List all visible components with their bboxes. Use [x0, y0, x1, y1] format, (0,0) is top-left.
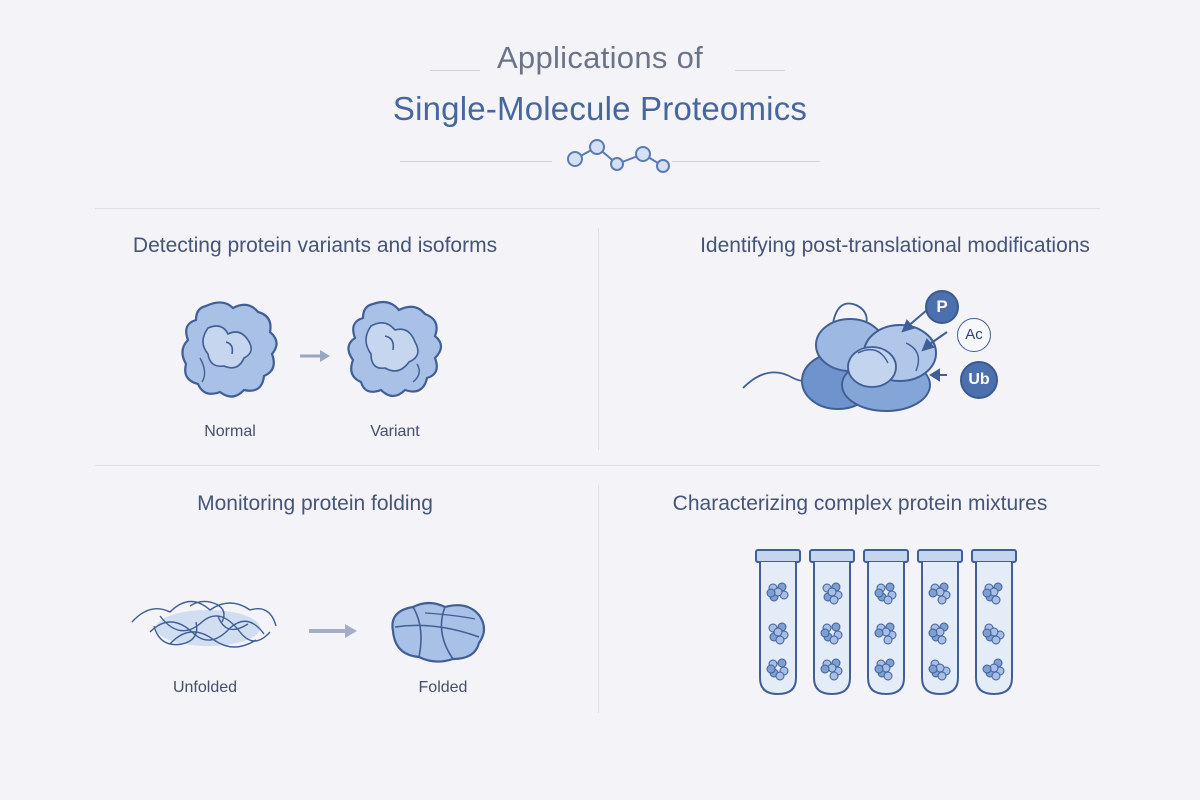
variant-protein-icon	[347, 300, 443, 398]
protein-particle	[937, 671, 947, 681]
title-rule-left	[430, 70, 480, 71]
protein-particle	[775, 671, 785, 681]
protein-particle	[928, 628, 938, 638]
test-tube	[917, 549, 963, 696]
protein-particle	[928, 588, 938, 598]
protein-particle	[773, 627, 783, 637]
protein-particle	[766, 588, 776, 598]
page-title: Single-Molecule Proteomics	[392, 90, 808, 127]
protein-particle	[982, 588, 992, 598]
protein-particle	[829, 595, 839, 605]
arrow-icon	[309, 624, 357, 638]
panel-title-folding: Monitoring protein folding	[197, 492, 433, 515]
protein-particle	[991, 635, 1001, 645]
normal-protein-icon	[181, 301, 278, 398]
protein-particle	[827, 587, 837, 597]
folded-label: Folded	[418, 679, 468, 696]
panel-title-mixtures: Characterizing complex protein mixtures	[672, 492, 1048, 515]
protein-particle	[937, 595, 947, 605]
protein-particle	[991, 671, 1001, 681]
protein-particle	[982, 664, 992, 674]
title-line-1: Applications of	[496, 40, 704, 75]
protein-particle	[775, 635, 785, 645]
protein-particle	[883, 671, 893, 681]
protein-particle	[777, 658, 787, 668]
molecule-chain-icon	[567, 139, 670, 173]
protein-particle	[820, 664, 830, 674]
protein-particle	[829, 635, 839, 645]
subtitle-rule-right	[672, 161, 820, 162]
ubiquitin-badge: Ub	[960, 361, 998, 399]
protein-particle	[885, 582, 895, 592]
protein-particle	[831, 622, 841, 632]
protein-particle	[982, 628, 992, 638]
protein-particle	[874, 664, 884, 674]
normal-label: Normal	[204, 423, 256, 440]
unfolded-protein-icon	[131, 600, 277, 648]
protein-particle	[874, 588, 884, 598]
protein-particle	[883, 595, 893, 605]
ptm-arrows	[901, 309, 948, 382]
test-tube	[863, 549, 909, 696]
unfolded-label: Unfolded	[172, 679, 238, 696]
divider-vertical-bottom	[598, 485, 599, 713]
test-tubes	[755, 549, 1017, 696]
protein-particle	[874, 628, 884, 638]
title-rule-right	[735, 70, 785, 71]
variant-label: Variant	[370, 423, 420, 440]
protein-particle	[766, 664, 776, 674]
panel-title-variants: Detecting protein variants and isoforms	[132, 234, 498, 257]
divider-vertical-top	[598, 228, 599, 450]
protein-particle	[991, 595, 1001, 605]
protein-particle	[829, 671, 839, 681]
protein-particle	[928, 664, 938, 674]
phospho-badge: P	[925, 290, 959, 324]
divider-top	[95, 208, 1100, 209]
divider-middle	[95, 465, 1100, 466]
subtitle-rule-left	[400, 161, 552, 162]
arrow-icon	[300, 350, 330, 362]
modified-protein-icon	[742, 302, 937, 412]
test-tube	[971, 549, 1017, 696]
protein-particle	[883, 635, 893, 645]
panel-title-ptm: Identifying post-translational modificat…	[700, 234, 1090, 257]
acetyl-badge: Ac	[957, 318, 991, 352]
folded-protein-icon	[391, 601, 486, 663]
test-tube	[809, 549, 855, 696]
header: Applications of Single-Molecule Proteomi…	[0, 40, 1200, 128]
protein-particle	[937, 635, 947, 645]
protein-particle	[820, 628, 830, 638]
test-tube	[755, 549, 801, 696]
